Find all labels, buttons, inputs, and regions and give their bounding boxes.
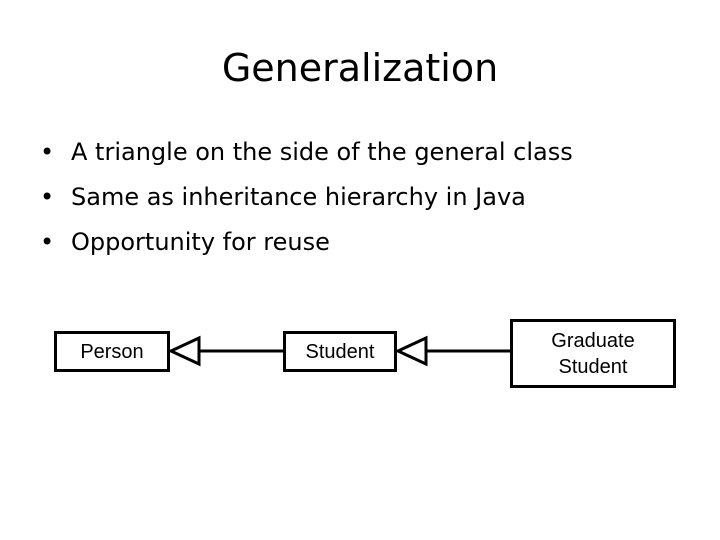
bullet-text: Same as inheritance hierarchy in Java [71,183,526,211]
bullet-item: • Opportunity for reuse [40,220,700,265]
class-box-person: Person [54,331,170,372]
class-box-student: Student [283,331,397,372]
bullet-item: • Same as inheritance hierarchy in Java [40,175,700,220]
bullet-text: Opportunity for reuse [71,228,330,256]
generalization-triangle-icon [394,335,428,367]
class-label-graduate-line1: Graduate [551,329,635,352]
bullet-list: • A triangle on the side of the general … [40,130,700,265]
generalization-triangle-icon [167,335,201,367]
bullet-text: A triangle on the side of the general cl… [71,138,573,166]
class-label-graduate-line2: Student [558,355,628,378]
class-label-person: Person [80,340,144,363]
bullet-item: • A triangle on the side of the general … [40,130,700,175]
bullet-marker: • [40,138,55,166]
class-box-graduate-student: Graduate Student [510,319,676,388]
slide-title: Generalization [221,46,499,90]
class-label-student: Student [305,340,375,363]
bullet-marker: • [40,183,55,211]
bullet-marker: • [40,228,55,256]
